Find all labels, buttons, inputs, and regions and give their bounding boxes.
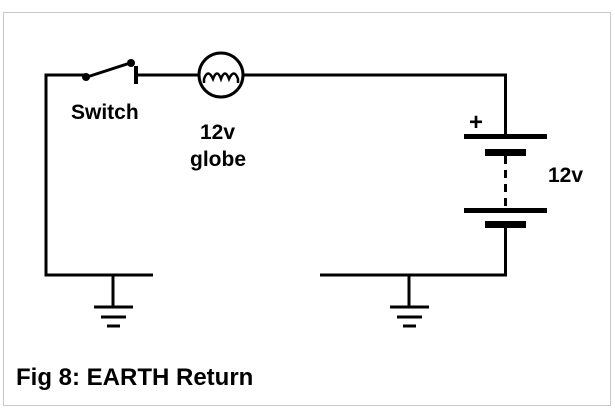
battery-voltage-label: 12v (548, 164, 583, 187)
globe-label: globe (190, 148, 246, 171)
switch-tip (127, 59, 135, 67)
switch-label: Switch (71, 101, 139, 124)
battery-negative-plate-2 (485, 221, 526, 228)
battery-positive-plate-2 (464, 208, 547, 213)
globe-filament (202, 72, 240, 83)
globe-icon (197, 51, 245, 99)
battery-negative-plate-1 (485, 149, 526, 156)
battery-positive-plate-1 (464, 134, 547, 139)
switch-pivot (82, 73, 90, 81)
switch-arm (86, 61, 131, 79)
globe-voltage-label: 12v (200, 121, 235, 144)
battery-plus-label: + (469, 109, 483, 136)
figure-caption: Fig 8: EARTH Return (16, 364, 254, 391)
